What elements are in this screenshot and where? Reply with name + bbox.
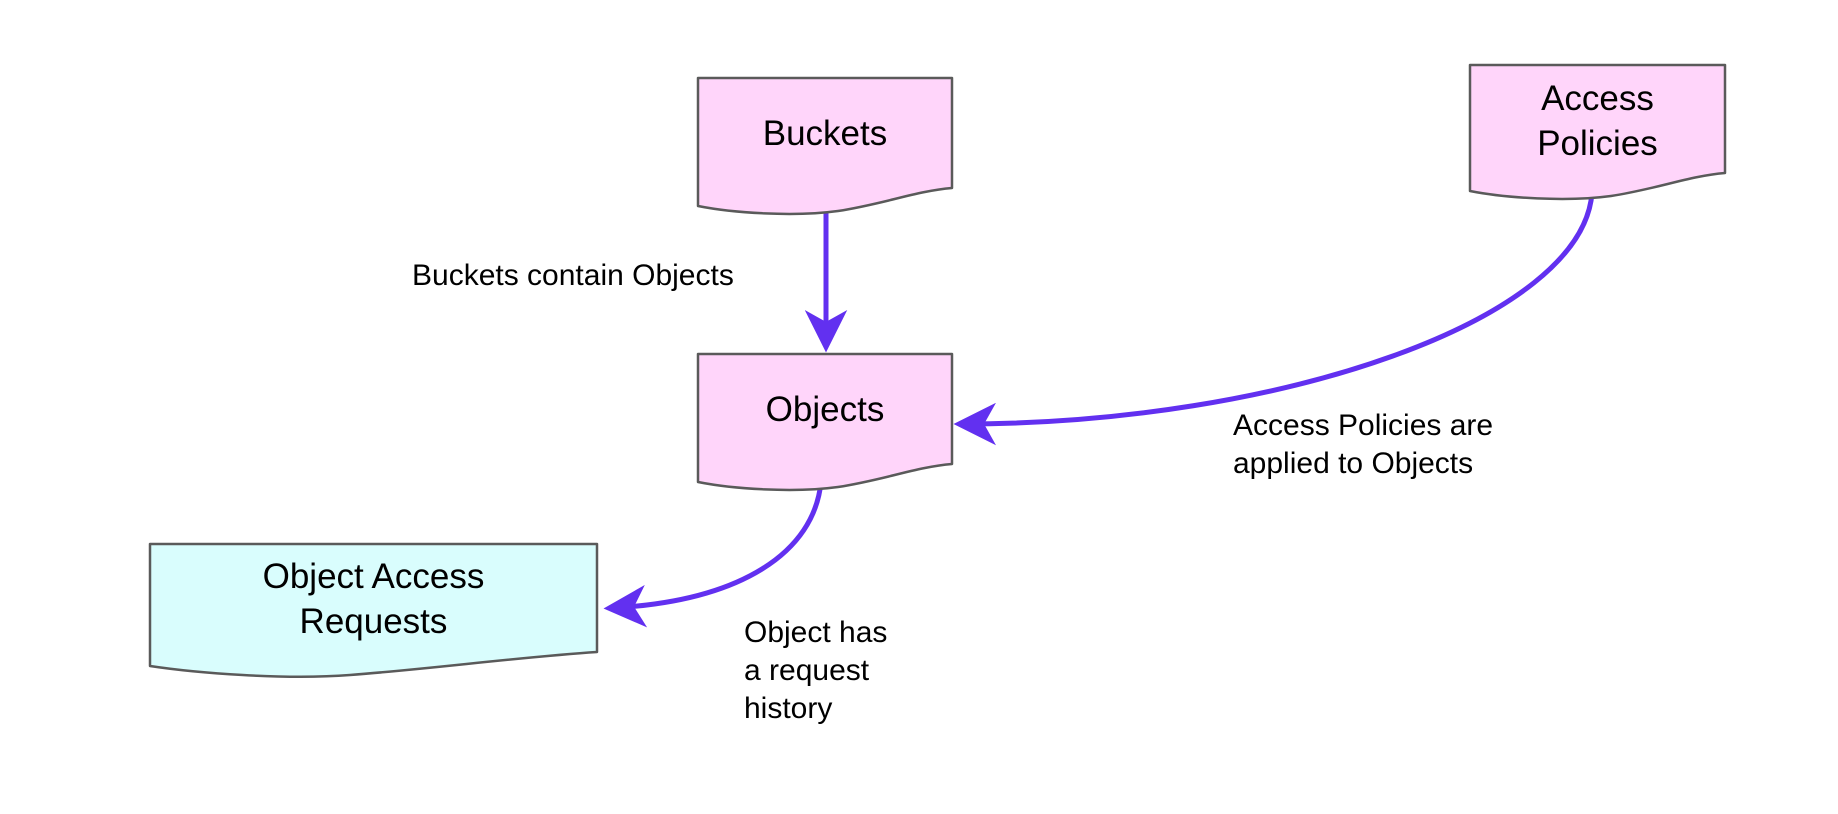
access-policies-node — [1468, 63, 1727, 201]
edge-label-buckets-contain-objects: Buckets contain Objects — [412, 259, 734, 292]
edge-label-object-request-history: Object has a request history — [744, 616, 888, 726]
edge-label-access-policies-applied: Access Policies are applied to Objects — [1233, 409, 1494, 481]
arrow-objects-to-object-access-requests — [603, 481, 824, 628]
objects-node — [696, 352, 954, 492]
object-access-requests-node — [148, 542, 599, 678]
arrow-access-policies-to-objects — [953, 192, 1595, 446]
buckets-node — [696, 76, 954, 216]
